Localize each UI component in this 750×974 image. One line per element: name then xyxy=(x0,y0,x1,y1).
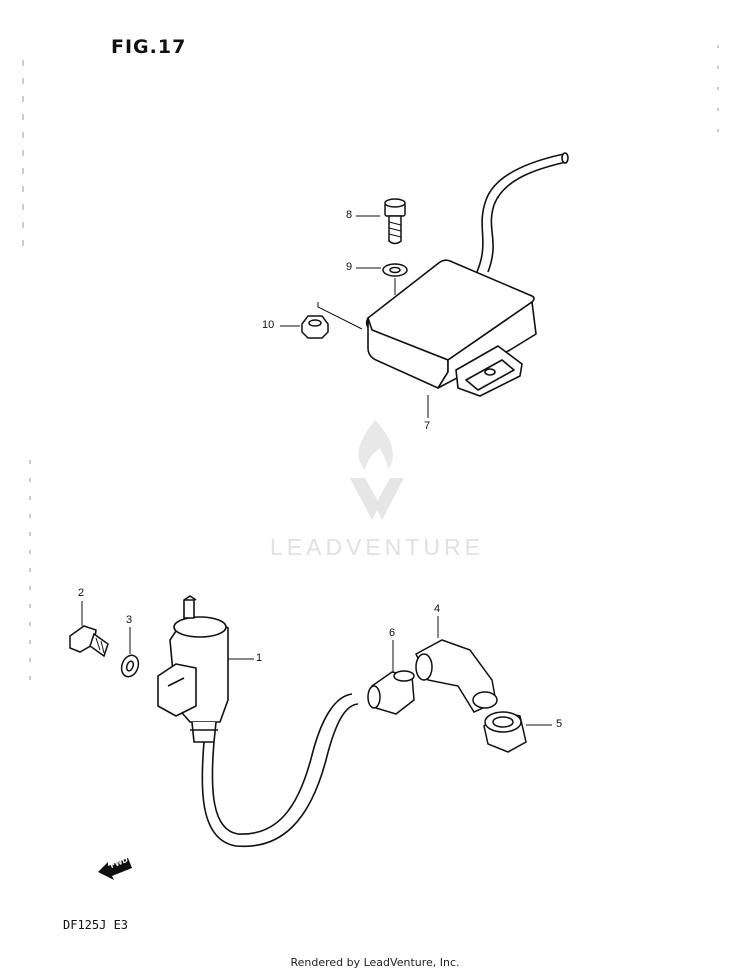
scan-edge-marks xyxy=(22,45,719,690)
model-code: DF125J E3 xyxy=(63,918,129,932)
callout-2: 2 xyxy=(78,587,85,599)
callout-3: 3 xyxy=(126,614,133,626)
figure-title: FIG.17 xyxy=(111,36,187,58)
bolt-part-8 xyxy=(384,198,406,245)
ignition-coil-part-1 xyxy=(157,595,359,848)
plug-cap-part-4 xyxy=(415,639,498,713)
cdi-unit-part-7 xyxy=(365,152,569,397)
seal-part-5 xyxy=(483,711,527,753)
nut-part-10 xyxy=(301,315,329,339)
washer-part-3 xyxy=(120,654,140,678)
callout-4: 4 xyxy=(434,603,441,615)
leadventure-logo-icon xyxy=(350,420,404,520)
callout-6: 6 xyxy=(389,627,396,639)
footer-credit: Rendered by LeadVenture, Inc. xyxy=(290,956,460,969)
leader-lines-lower xyxy=(81,601,552,726)
watermark-text: LEADVENTURE xyxy=(270,534,484,560)
washer-part-9 xyxy=(382,263,408,277)
forward-arrow-icon xyxy=(98,858,132,880)
callout-8: 8 xyxy=(346,209,353,221)
callout-9: 9 xyxy=(346,261,353,273)
callout-1: 1 xyxy=(256,652,263,664)
callout-7: 7 xyxy=(424,420,431,432)
leader-lines-upper xyxy=(280,215,429,418)
grommet-part-6 xyxy=(367,670,415,715)
callout-5: 5 xyxy=(556,718,563,730)
callout-10: 10 xyxy=(262,319,275,331)
bolt-part-2 xyxy=(69,625,109,658)
